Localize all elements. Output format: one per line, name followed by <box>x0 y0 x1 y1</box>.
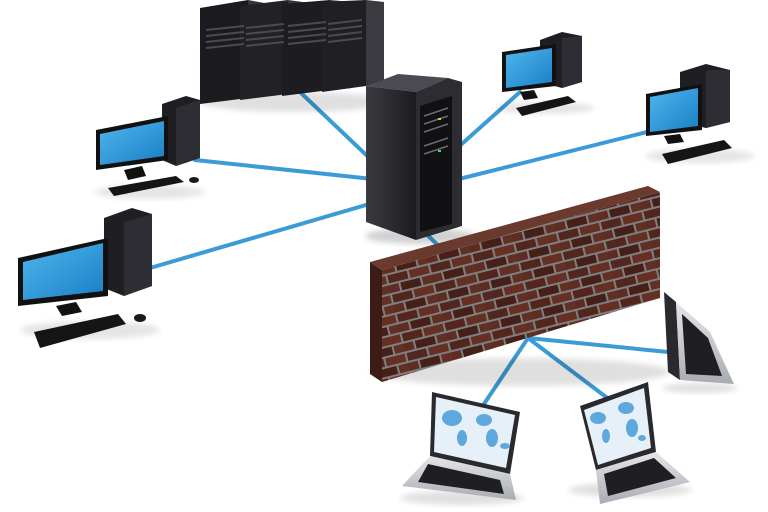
desktop-computer-icon <box>18 208 160 348</box>
desktop-computer-icon <box>645 64 755 164</box>
server-rack-icon <box>200 0 390 112</box>
cable-desktop-left <box>148 196 392 270</box>
world-map-icon <box>442 410 510 449</box>
brick-firewall-icon <box>370 186 670 386</box>
laptop-icon <box>568 382 692 504</box>
cable-desktop-top-left <box>193 158 384 182</box>
world-map-icon <box>590 402 646 443</box>
cable-laptop-right <box>526 336 670 354</box>
laptop-icon <box>662 292 738 393</box>
desktop-computer-icon <box>95 96 205 199</box>
cable-desktop-top-right <box>453 90 522 152</box>
laptop-icon <box>400 392 524 505</box>
tower-server-icon <box>365 74 475 244</box>
cable-desktop-right <box>453 128 657 182</box>
desktop-computer-icon <box>495 32 595 116</box>
